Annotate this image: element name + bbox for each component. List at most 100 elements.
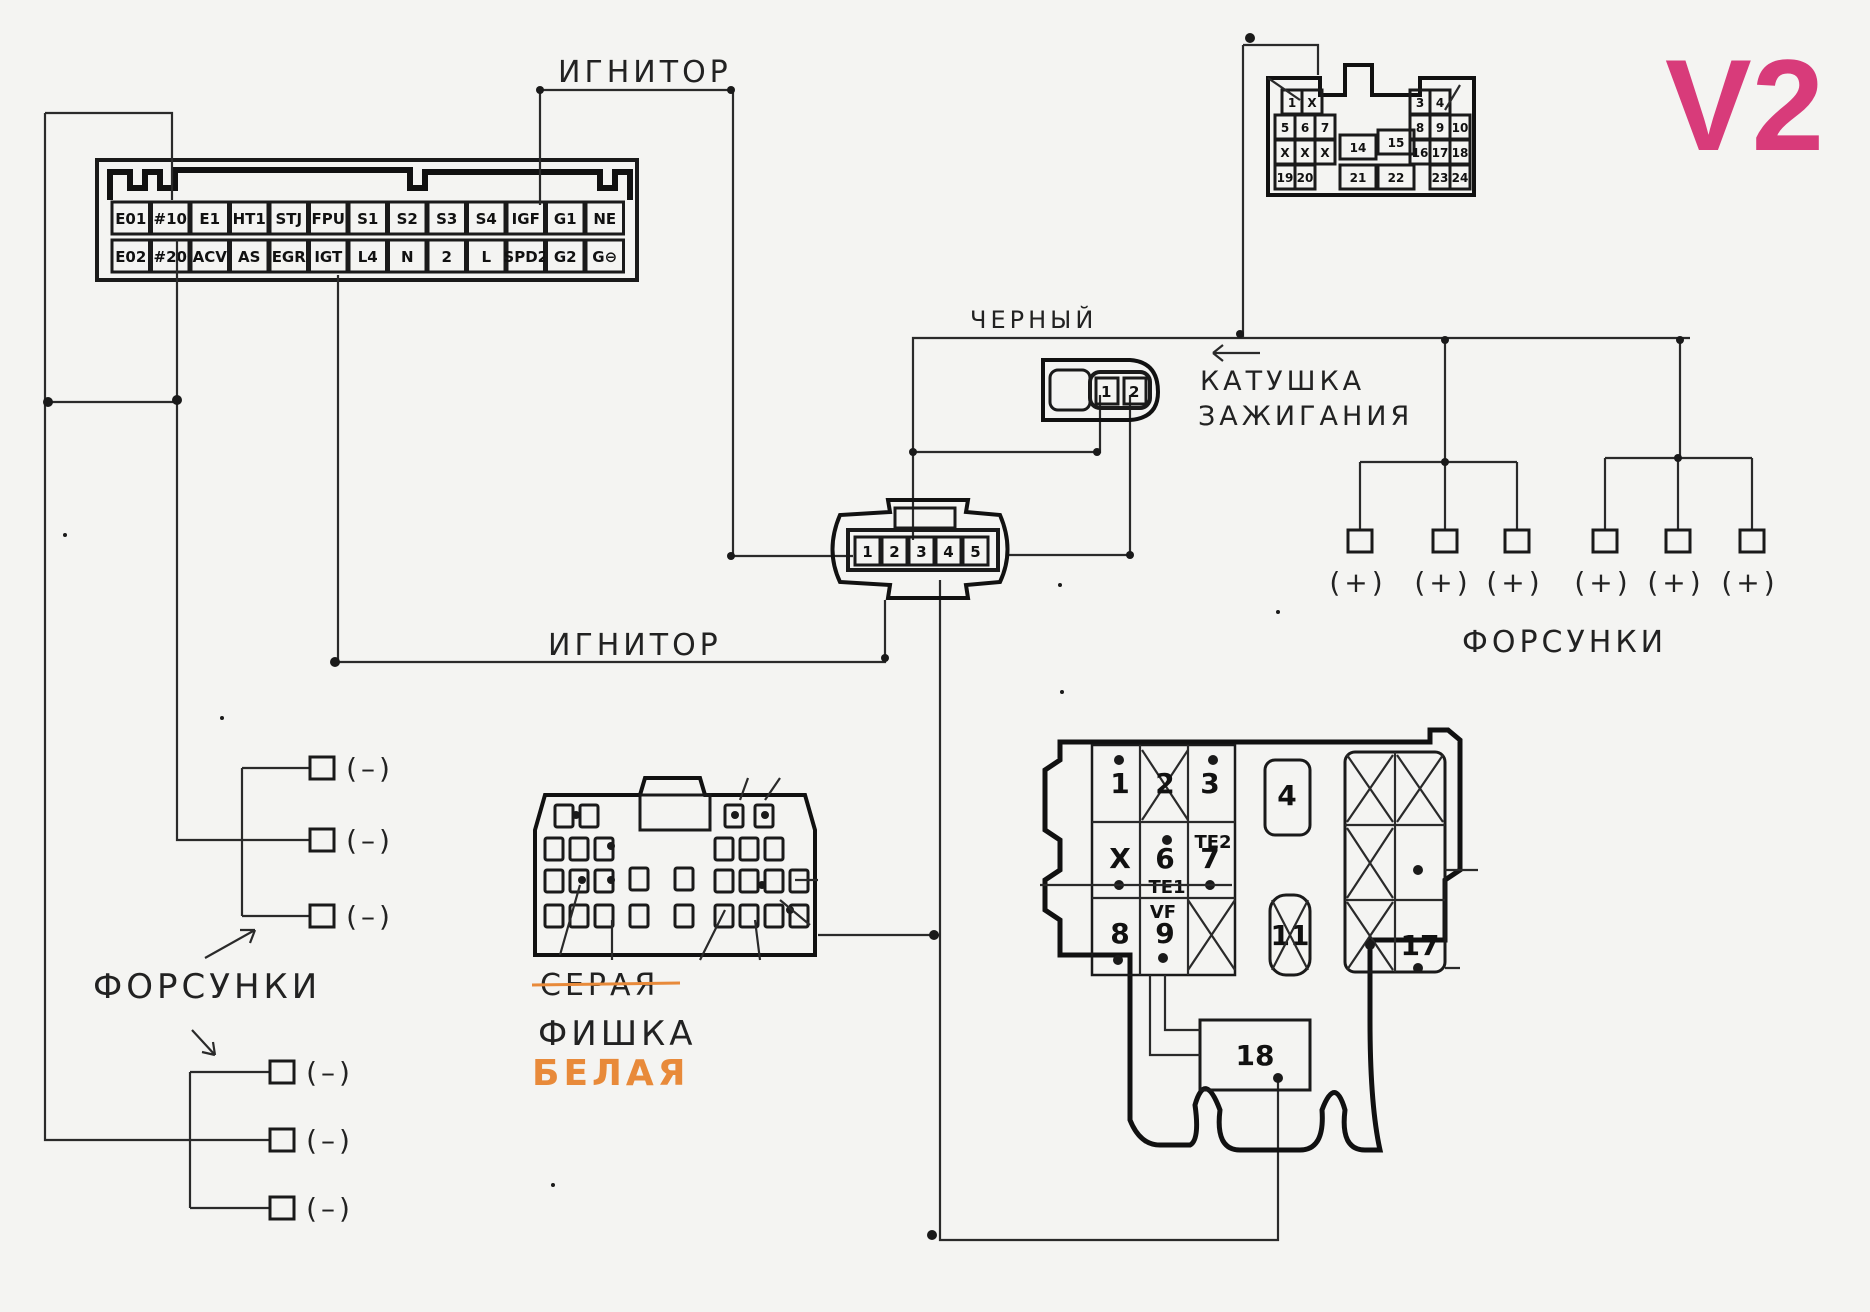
plug-cavity	[578, 803, 600, 829]
diag-pin-1: 1	[1288, 96, 1296, 110]
wires-right-injectors	[1358, 336, 1754, 530]
ignitor-pin-2: 2	[889, 543, 899, 561]
check-pin-3: 3	[1200, 767, 1219, 800]
ecu-pin-spd2: SPD2	[503, 248, 548, 266]
diag-pin-24: 24	[1452, 171, 1469, 185]
injector-plus-terminal	[1664, 528, 1692, 554]
plug-label: ФИШКА	[538, 1014, 696, 1054]
ecu-pin-s4: S4	[476, 210, 497, 228]
ecu-pin-cell	[308, 238, 349, 274]
diag-pin-17: 17	[1432, 146, 1449, 160]
check-pin-9: 9	[1155, 917, 1174, 950]
injector-plus-label: (+)	[1486, 566, 1543, 599]
ecu-pin-cell	[150, 238, 191, 274]
ecu-pin-e1: E1	[199, 210, 220, 228]
injector-minus-terminal	[268, 1059, 296, 1085]
check-pin-7: 7	[1200, 842, 1219, 875]
ecu-pin-acv: ACV	[193, 248, 228, 266]
coil-pin-2: 2	[1129, 383, 1139, 401]
ecu-pin-cell	[426, 238, 467, 274]
ignitor-pin-cell	[961, 535, 990, 567]
injector-minus-terminal	[308, 903, 336, 929]
ecu-pin-cell	[229, 238, 270, 274]
igt-wire	[336, 275, 887, 664]
ignitor-pin-cell	[853, 535, 882, 567]
ecu-pin-cell	[505, 238, 546, 274]
plug-cavity	[738, 836, 760, 862]
injector-plus-label: (+)	[1647, 566, 1704, 599]
plug-cavity	[543, 903, 565, 929]
plug-cavity	[673, 903, 695, 929]
diag-pin-cell	[1293, 163, 1317, 191]
version-badge: V2	[1665, 32, 1824, 178]
plug-cavity	[543, 868, 565, 894]
diag-pin-cell	[1376, 163, 1416, 191]
check-pin-6: 6	[1155, 842, 1174, 875]
check-pin-1: 1	[1110, 767, 1129, 800]
ecu-pin-e01: E01	[115, 210, 146, 228]
plug-cavity	[763, 903, 785, 929]
plug-cavity	[593, 903, 615, 929]
diag-pin-cell	[1313, 138, 1337, 166]
ecu-pin-egr: EGR	[272, 248, 307, 266]
ecu-pin-cell	[347, 238, 388, 274]
ecu-pin-n: N	[401, 248, 414, 266]
diag-pin-cell	[1448, 163, 1472, 191]
ecu-pin-cell	[584, 200, 625, 236]
diag-pin-10: 10	[1452, 121, 1469, 135]
diag-pin-9: 9	[1436, 121, 1444, 135]
injector-minus-terminal	[308, 755, 336, 781]
ecu-pin-cell	[110, 200, 151, 236]
coil-label-line1: КАТУШКА	[1200, 366, 1365, 397]
vf-label: VF	[1150, 902, 1176, 923]
ecu-pin-cell	[189, 200, 230, 236]
check-pin-x: X	[1109, 842, 1131, 875]
ecu-pin-cell	[426, 200, 467, 236]
ecu-pin-g⊖: G⊖	[592, 248, 617, 266]
diag-pin-15: 15	[1388, 136, 1405, 150]
plug-cavity	[763, 868, 785, 894]
diag-pin-cell	[1376, 128, 1416, 156]
check-pin-8: 8	[1110, 917, 1129, 950]
ignition-coil-connector: 1 2	[1041, 358, 1161, 422]
diag-pin-x: X	[1320, 146, 1330, 160]
white-plug-connector	[533, 776, 818, 961]
ecu-pin-l4: L4	[358, 248, 378, 266]
plug-cavity	[713, 836, 735, 862]
plug-cavity	[723, 803, 745, 829]
ecu-pin-cell	[110, 238, 151, 274]
black-wire-label: ЧЕРНЫЙ	[970, 305, 1097, 334]
ecu-pin-cell	[150, 200, 191, 236]
ignitor-pin-5: 5	[970, 543, 980, 561]
ecu-pin-#10: #10	[154, 210, 187, 228]
ecu-pin-cell	[466, 200, 507, 236]
ecu-pin-ht1: HT1	[233, 210, 266, 228]
ignitor-pin-cell	[934, 535, 963, 567]
plug-cavity	[738, 868, 760, 894]
injector-minus-label: (–)	[346, 900, 394, 933]
check-pin-4: 4	[1277, 779, 1296, 812]
injector-plus-terminal	[1591, 528, 1619, 554]
plug-cavity	[673, 866, 695, 892]
diag-pin-18: 18	[1452, 146, 1469, 160]
injector-minus-label: (–)	[306, 1056, 354, 1089]
check-pin-2: 2	[1155, 767, 1174, 800]
ecu-pin-cell	[268, 238, 309, 274]
ecu-pin-e02: E02	[115, 248, 146, 266]
plug-cavity	[713, 868, 735, 894]
te2-label: TE2	[1194, 832, 1231, 853]
diag-pin-4: 4	[1436, 96, 1444, 110]
ecu-pin-cell	[466, 238, 507, 274]
injector-plus-label: (+)	[1721, 566, 1778, 599]
check-pin-17: 17	[1401, 929, 1440, 962]
injector-minus-label: (–)	[346, 752, 394, 785]
diag-pin-8: 8	[1416, 121, 1424, 135]
ecu-pin-cell	[387, 200, 428, 236]
diag-pin-7: 7	[1321, 121, 1329, 135]
injector-minus-terminal	[308, 827, 336, 853]
plug-cavity	[543, 836, 565, 862]
coil-label-line2: ЗАЖИГАНИЯ	[1198, 401, 1413, 432]
